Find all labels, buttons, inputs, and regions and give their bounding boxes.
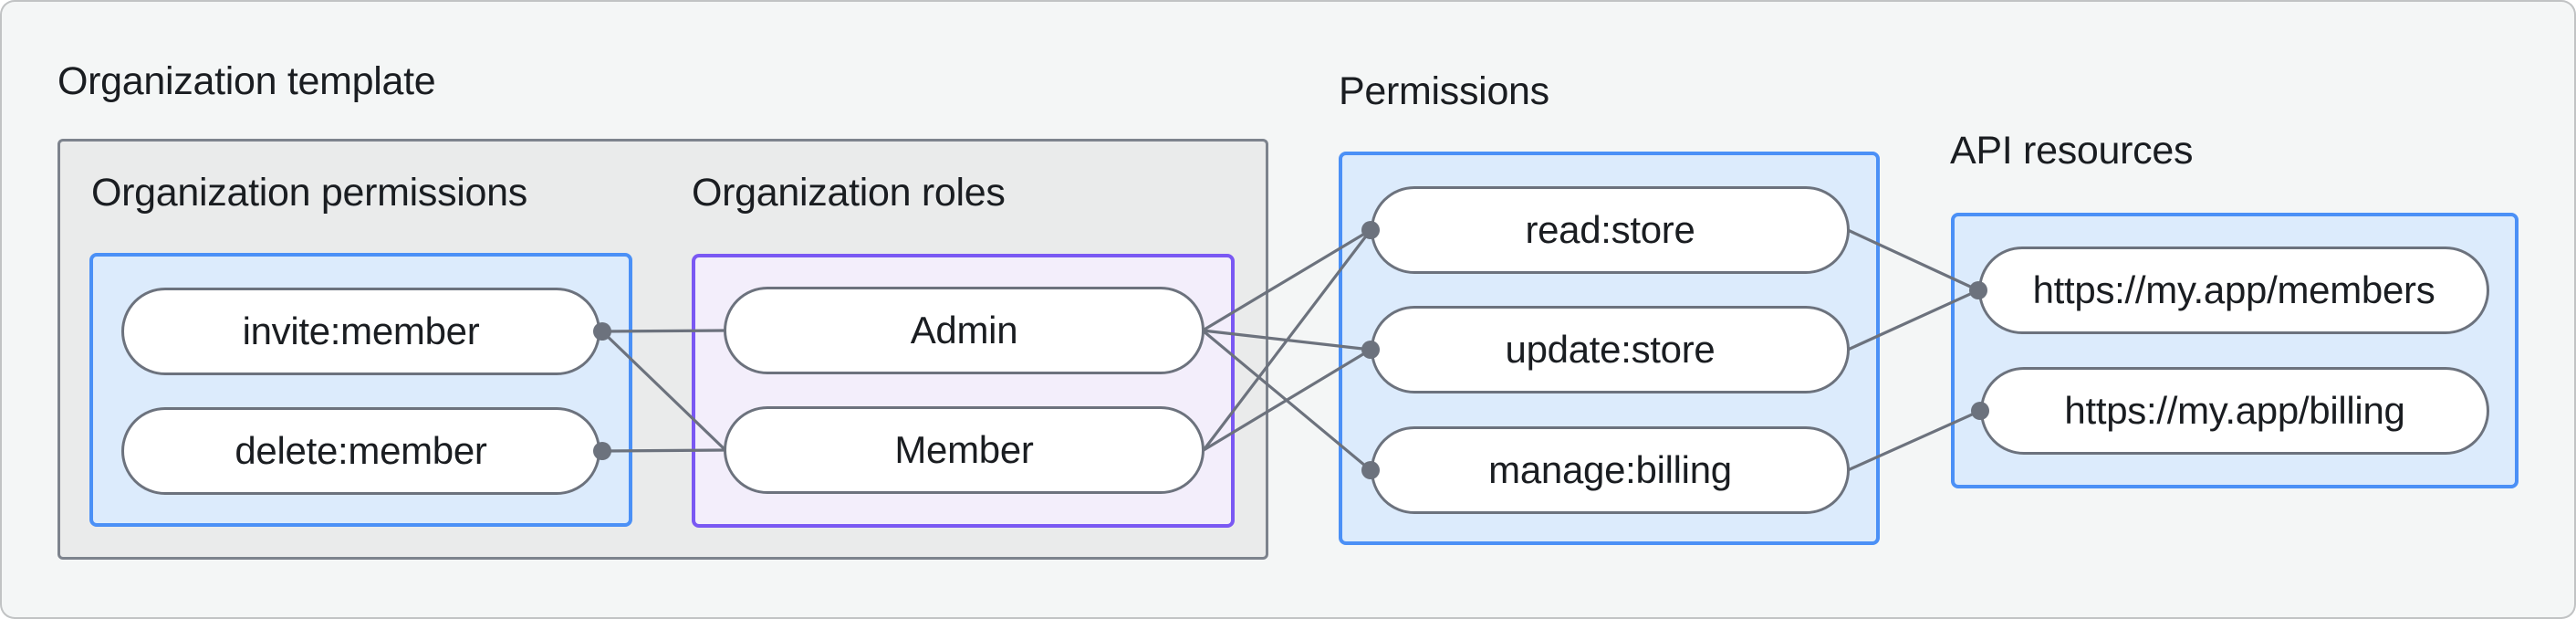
pill-update-store: update:store [1371,306,1850,393]
org-roles-label: Organization roles [692,171,1006,215]
pill-delete-member: delete:member [121,407,600,495]
pill-api-members: https://my.app/members [1978,247,2489,334]
org-template-label: Organization template [57,59,436,103]
pill-member: Member [724,406,1205,494]
pill-invite-member: invite:member [121,288,600,375]
api-resources-label: API resources [1950,129,2194,173]
pill-api-billing: https://my.app/billing [1980,367,2489,455]
permissions-label: Permissions [1339,69,1549,113]
pill-manage-billing: manage:billing [1371,426,1850,514]
pill-admin: Admin [724,287,1205,374]
org-permissions-label: Organization permissions [91,171,527,215]
pill-read-store: read:store [1371,186,1850,274]
